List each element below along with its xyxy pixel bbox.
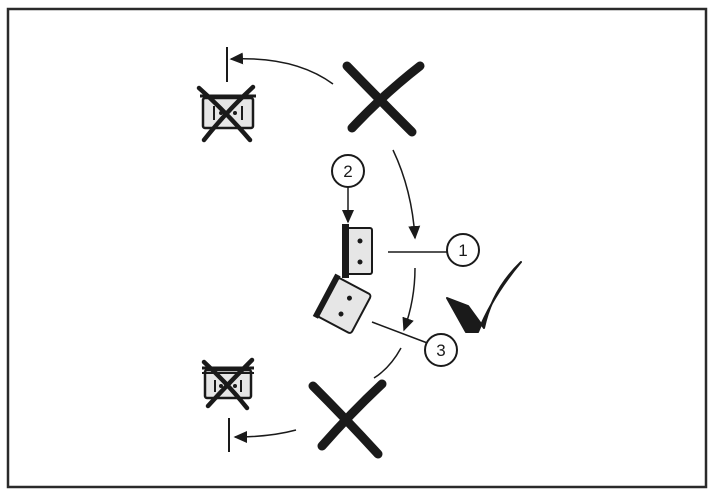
callout-1-label: 1 bbox=[458, 241, 467, 260]
large-x-icon bbox=[342, 61, 425, 137]
crossed-out-bracket-icon bbox=[196, 84, 256, 143]
callout-3-circle bbox=[424, 333, 458, 367]
rotation-arc bbox=[373, 149, 421, 379]
checkmark-icon bbox=[446, 261, 522, 333]
top-arc-arrow bbox=[229, 52, 334, 85]
tilted-bracket-icon bbox=[312, 273, 372, 334]
callout-1-circle bbox=[446, 233, 480, 267]
large-x-icon bbox=[308, 379, 387, 459]
bottom-left-forbidden-bracket bbox=[201, 357, 297, 452]
crossed-out-bracket-icon bbox=[201, 357, 255, 411]
top-left-forbidden-bracket bbox=[196, 47, 334, 143]
callout-1-group: 1 bbox=[388, 233, 480, 267]
bottom-arc-arrow bbox=[233, 429, 297, 443]
callout-2-label: 2 bbox=[343, 162, 352, 181]
callout-2-group: 2 bbox=[331, 154, 365, 224]
callout-3-label: 3 bbox=[436, 341, 445, 360]
callout-3-group: 3 bbox=[371, 321, 458, 367]
hinge-bracket-icon bbox=[342, 224, 373, 278]
callout-3-leader bbox=[371, 321, 431, 345]
